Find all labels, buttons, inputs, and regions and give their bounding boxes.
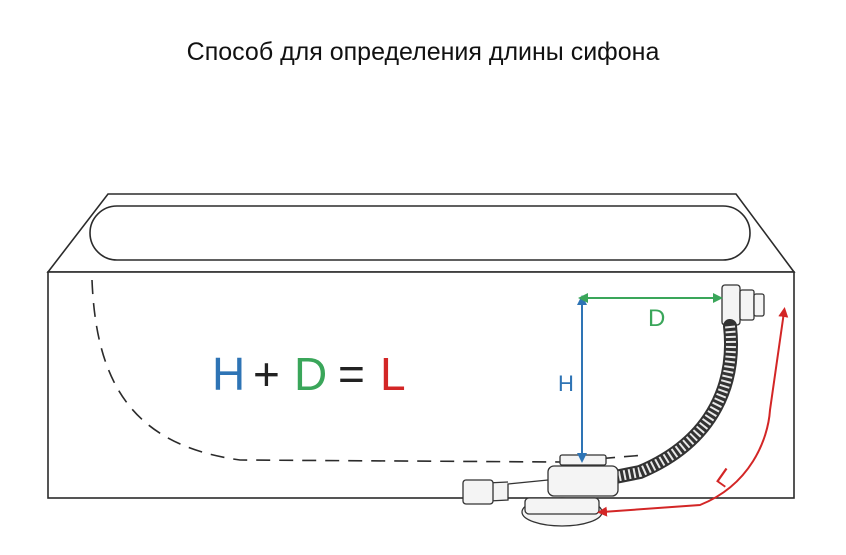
formula-plus: + xyxy=(253,348,280,400)
formula-equals: = xyxy=(338,348,365,400)
l-dimension-arrow xyxy=(597,307,789,517)
diagram-title: Способ для определения длины сифона xyxy=(186,38,660,66)
formula: H + D = L xyxy=(212,348,406,400)
formula-h: H xyxy=(212,348,245,400)
d-label: D xyxy=(648,305,665,332)
formula-d: D xyxy=(294,348,327,400)
formula-l: L xyxy=(380,348,406,400)
h-label: H xyxy=(558,371,574,396)
basin-dashed-profile xyxy=(91,279,646,463)
